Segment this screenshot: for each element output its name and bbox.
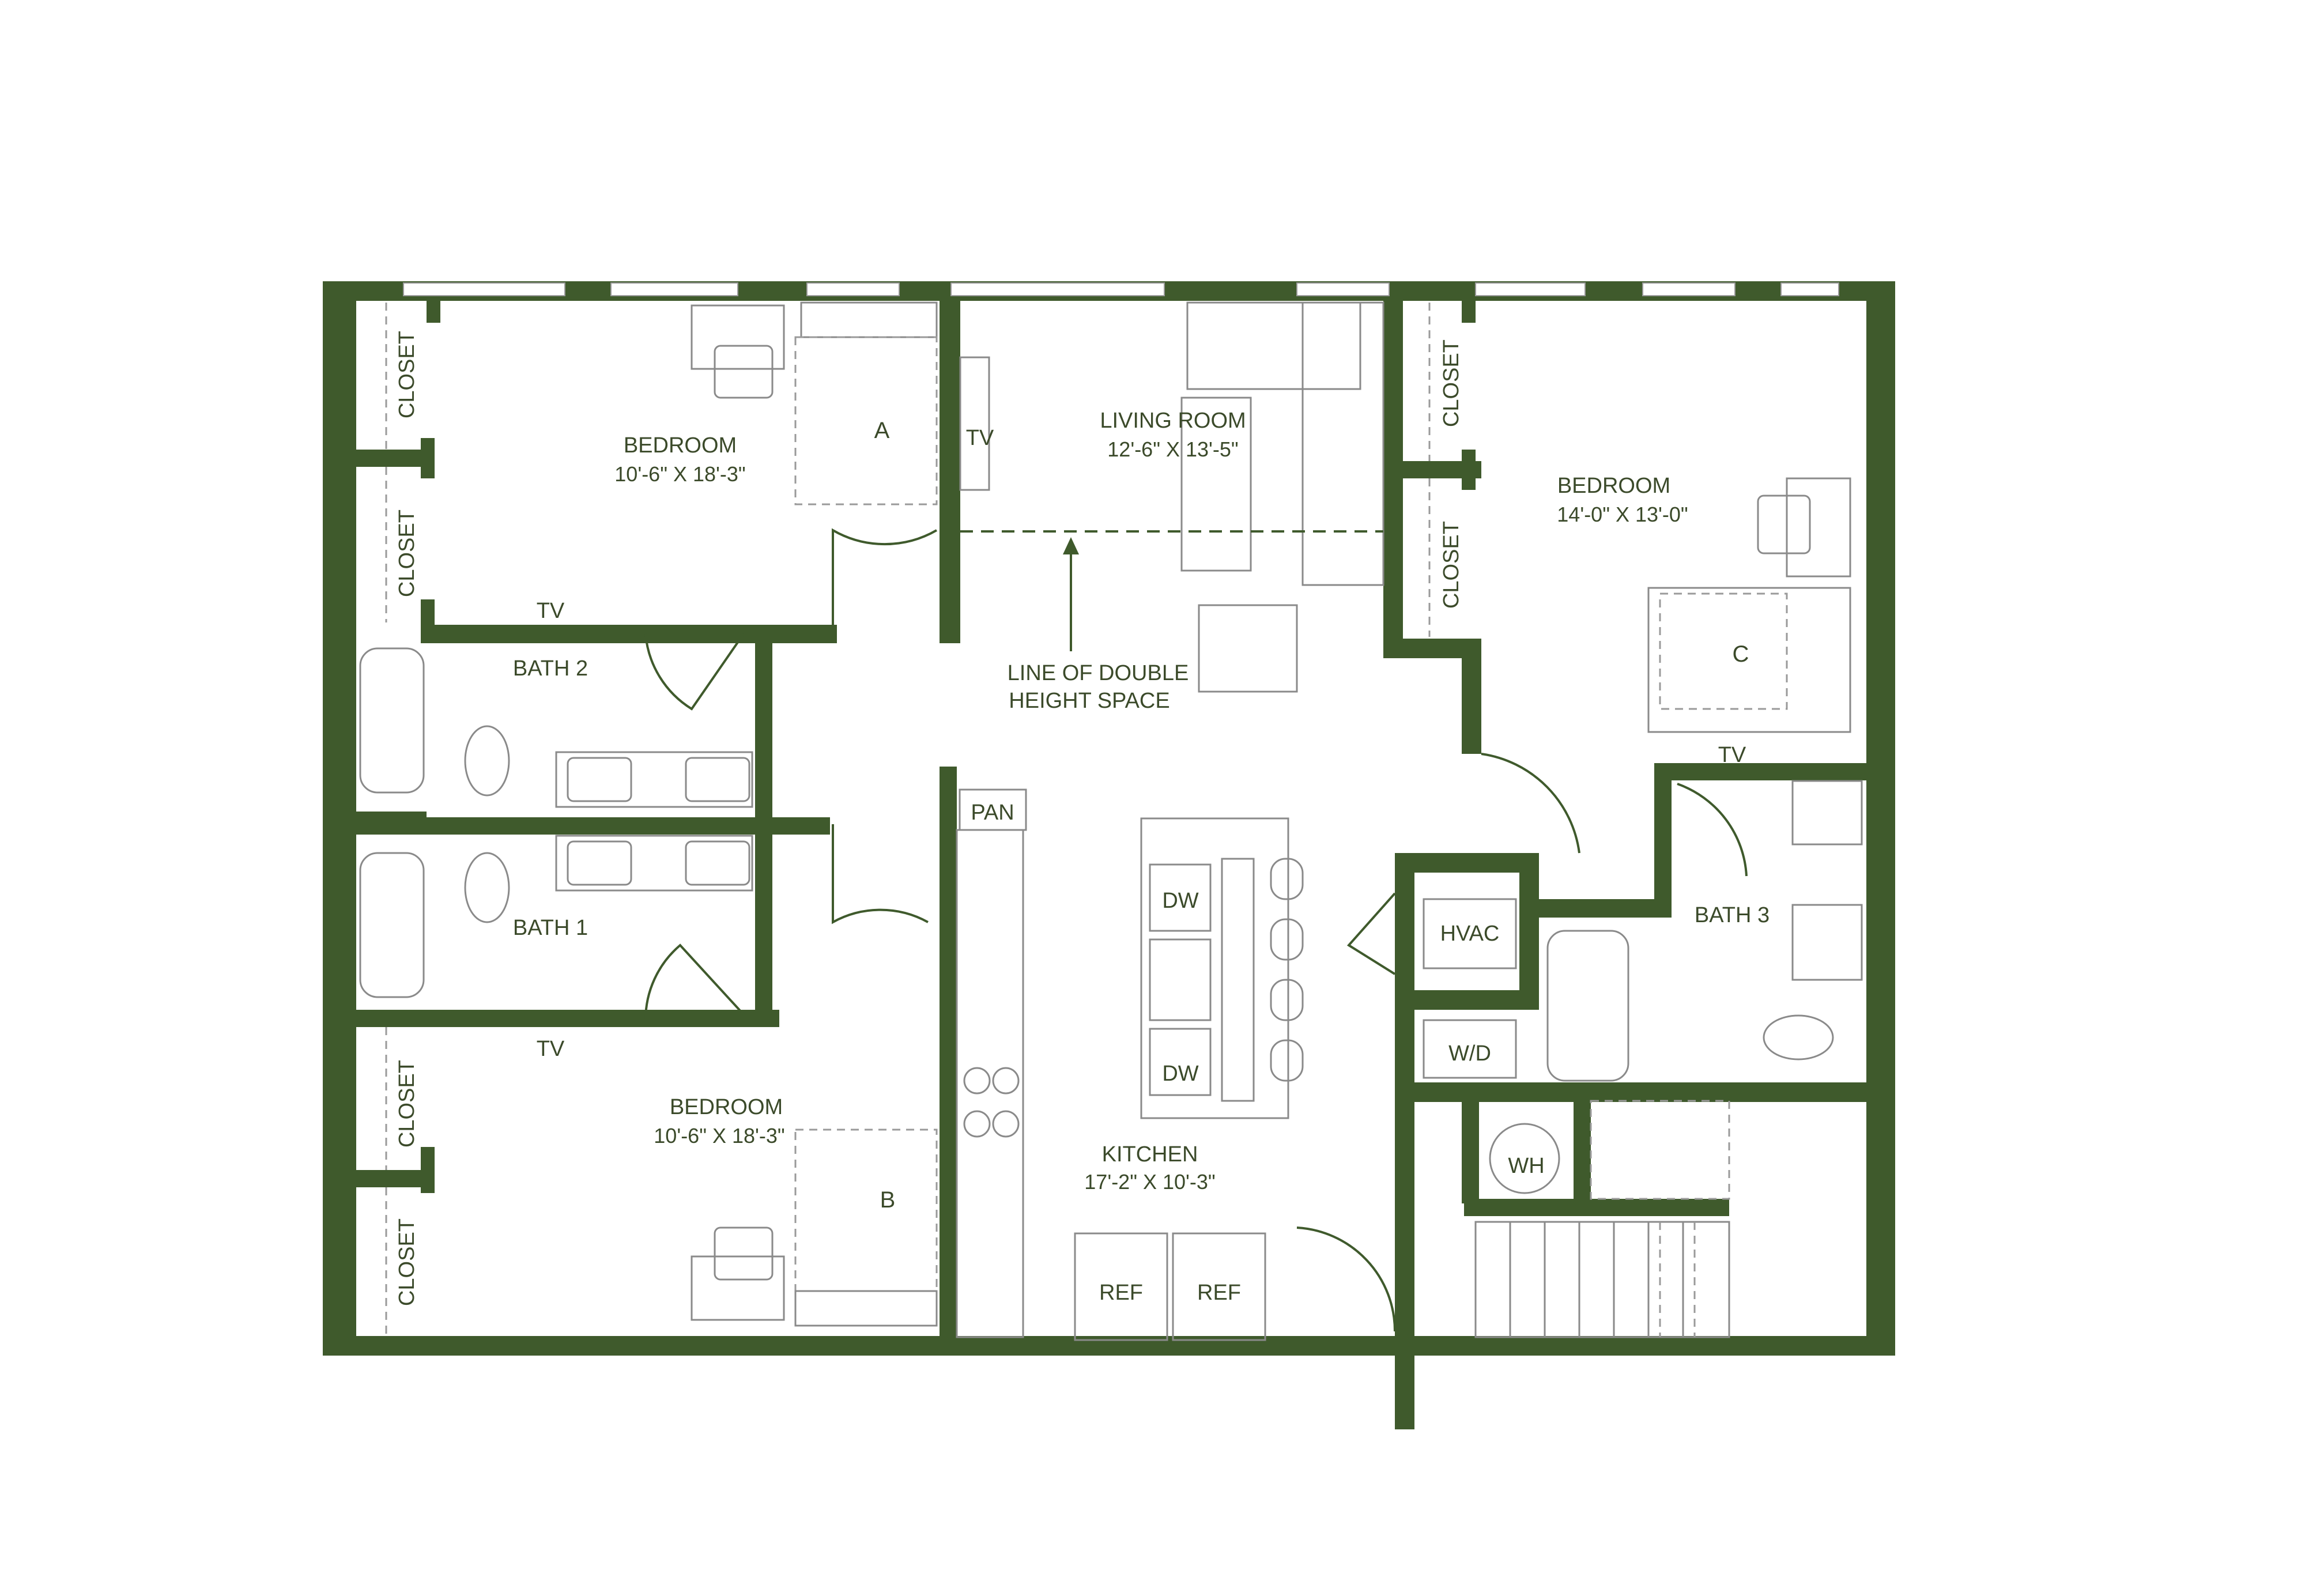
stairs bbox=[1474, 1100, 1730, 1338]
bath-2-name: BATH 2 bbox=[513, 656, 588, 681]
refrigerator-label-1: REF bbox=[1099, 1281, 1143, 1305]
bedroom-a-letter: A bbox=[874, 418, 890, 443]
refrigerator-label-2: REF bbox=[1197, 1281, 1241, 1305]
kitchen-name: KITCHEN bbox=[1102, 1142, 1198, 1167]
kitchen-dims: 17'-2" X 10'-3" bbox=[1084, 1170, 1215, 1194]
bedroom-c-name: BEDROOM bbox=[1557, 474, 1670, 498]
bedroom-c-dims: 14'-0" X 13'-0" bbox=[1557, 503, 1688, 526]
bath-1-name: BATH 1 bbox=[513, 916, 588, 940]
closet-label-4: CLOSET bbox=[395, 1218, 419, 1306]
living-room-dims: 12'-6" X 13'-5" bbox=[1107, 437, 1238, 461]
water-heater-label: WH bbox=[1508, 1154, 1544, 1178]
bedroom-b-dims: 10'-6" X 18'-3" bbox=[654, 1124, 784, 1148]
fixture-labels: CLOSET CLOSET CLOSET CLOSET CLOSET CLOSE… bbox=[395, 331, 1746, 1306]
bedroom-b-name: BEDROOM bbox=[670, 1095, 783, 1119]
closet-label-2: CLOSET bbox=[395, 510, 419, 597]
living-room-name: LIVING ROOM bbox=[1100, 409, 1246, 433]
pantry-label: PAN bbox=[971, 801, 1014, 825]
room-labels: BEDROOM 10'-6" X 18'-3" A LIVING ROOM 12… bbox=[513, 409, 1770, 1213]
closet-label-5: CLOSET bbox=[1439, 339, 1463, 427]
double-height-line2: HEIGHT SPACE bbox=[1009, 689, 1169, 713]
tv-label-bedroom-a: TV bbox=[537, 599, 565, 623]
dishwasher-label-2: DW bbox=[1162, 1062, 1198, 1086]
interior-walls bbox=[355, 300, 1867, 1429]
closet-label-1: CLOSET bbox=[395, 331, 419, 418]
bedroom-b-letter: B bbox=[880, 1187, 896, 1213]
bedroom-a-name: BEDROOM bbox=[624, 433, 737, 458]
closet-label-3: CLOSET bbox=[395, 1060, 419, 1148]
dishwasher-label-1: DW bbox=[1162, 889, 1198, 913]
closet-label-6: CLOSET bbox=[1439, 521, 1463, 609]
bedroom-a-dims: 10'-6" X 18'-3" bbox=[614, 462, 745, 486]
bedroom-c-letter: C bbox=[1733, 641, 1749, 667]
doors bbox=[644, 528, 1748, 1332]
bath-3-name: BATH 3 bbox=[1695, 903, 1770, 927]
double-height-marker bbox=[960, 530, 1383, 651]
washer-dryer-label: W/D bbox=[1448, 1041, 1491, 1066]
double-height-line1: LINE OF DOUBLE bbox=[1008, 661, 1189, 685]
tv-label-living: TV bbox=[966, 426, 994, 450]
hvac-label: HVAC bbox=[1440, 922, 1500, 946]
tv-label-bedroom-c: TV bbox=[1718, 743, 1746, 767]
tv-label-bedroom-b: TV bbox=[537, 1037, 565, 1061]
